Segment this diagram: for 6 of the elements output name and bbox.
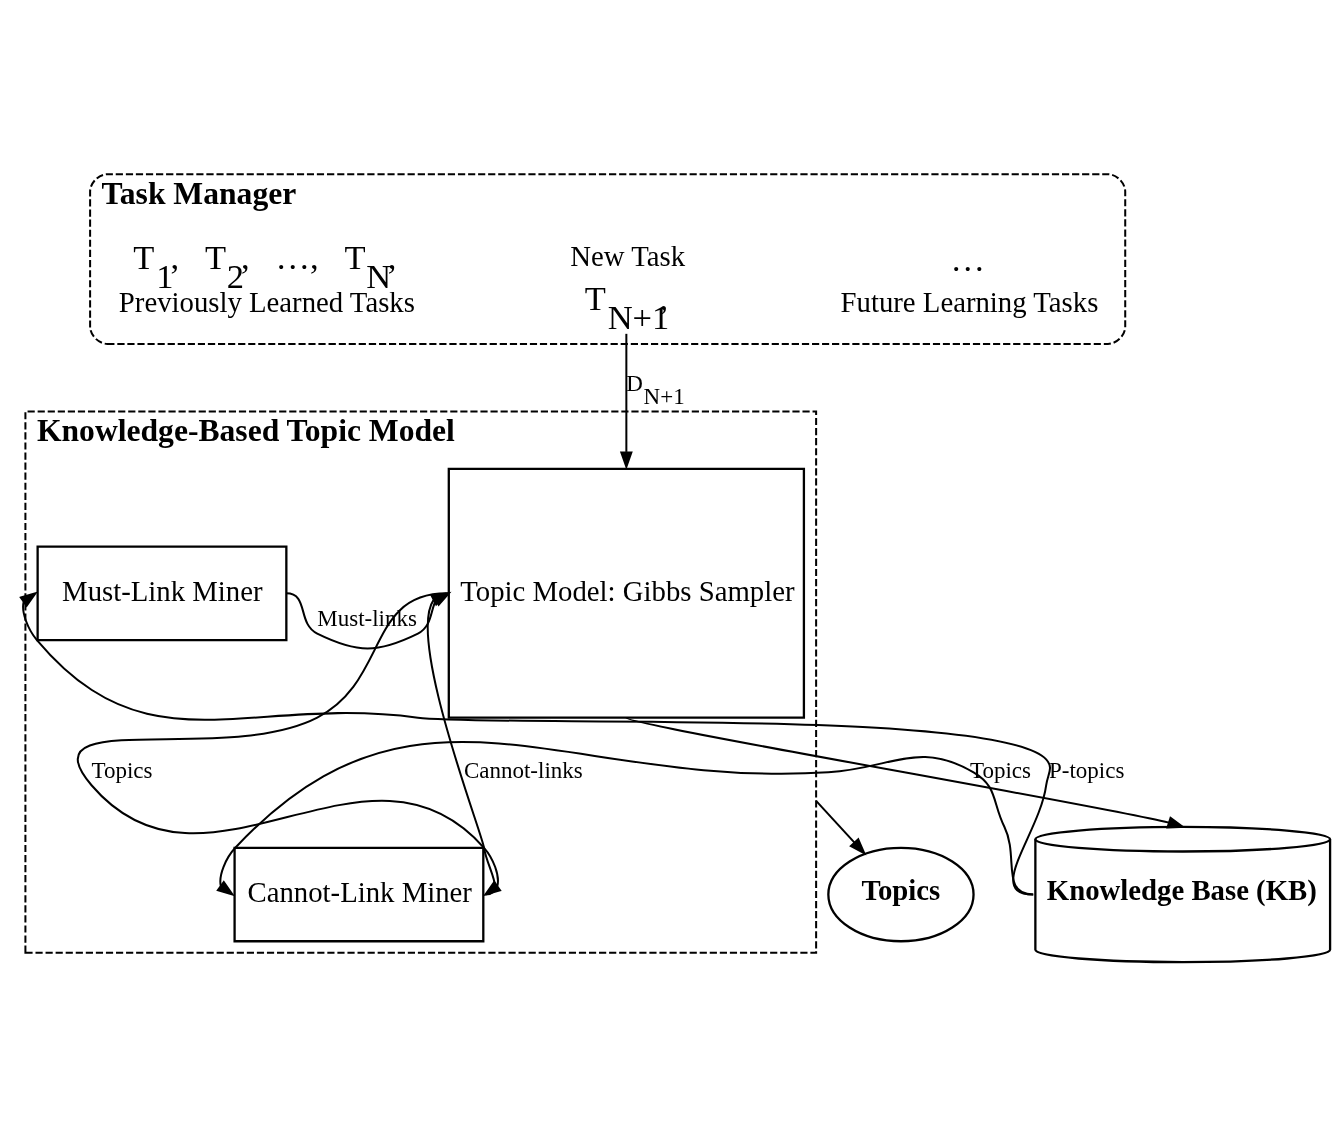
node-label: Future Learning Tasks [840,285,1099,318]
edge-label: Topics [969,757,1031,783]
edge-label: Cannot-links [463,757,583,783]
node-text: … [950,239,986,278]
edge-label: Topics [91,757,153,783]
node-label: New Task [570,239,686,272]
